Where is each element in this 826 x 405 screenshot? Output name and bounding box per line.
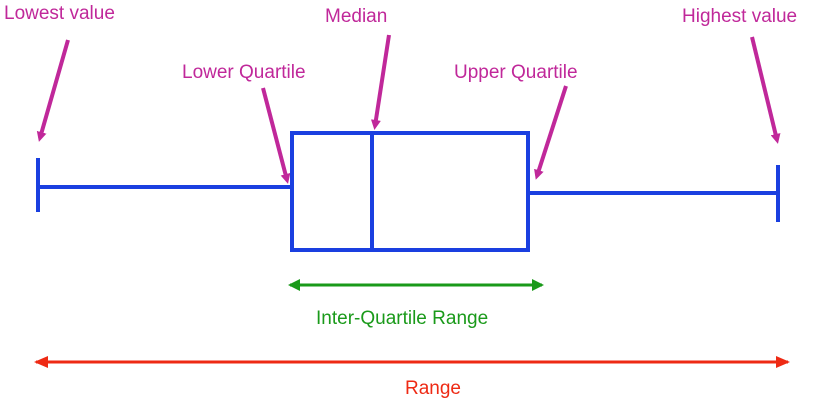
median-label: Median xyxy=(325,6,387,27)
highest-value-label: Highest value xyxy=(682,6,797,27)
upper-quartile-arrow xyxy=(534,85,568,180)
interquartile-box xyxy=(290,131,530,252)
upper-quartile-label: Upper Quartile xyxy=(454,62,578,83)
range-label: Range xyxy=(405,378,461,399)
lowest-value-label: Lowest value xyxy=(4,3,115,24)
lower-quartile-label: Lower Quartile xyxy=(182,62,306,83)
lower-quartile-arrow xyxy=(261,87,291,184)
highest-value-arrow xyxy=(750,36,781,144)
median-arrow xyxy=(370,34,391,130)
iqr-label: Inter-Quartile Range xyxy=(316,308,488,329)
lowest-value-arrow xyxy=(36,39,70,142)
